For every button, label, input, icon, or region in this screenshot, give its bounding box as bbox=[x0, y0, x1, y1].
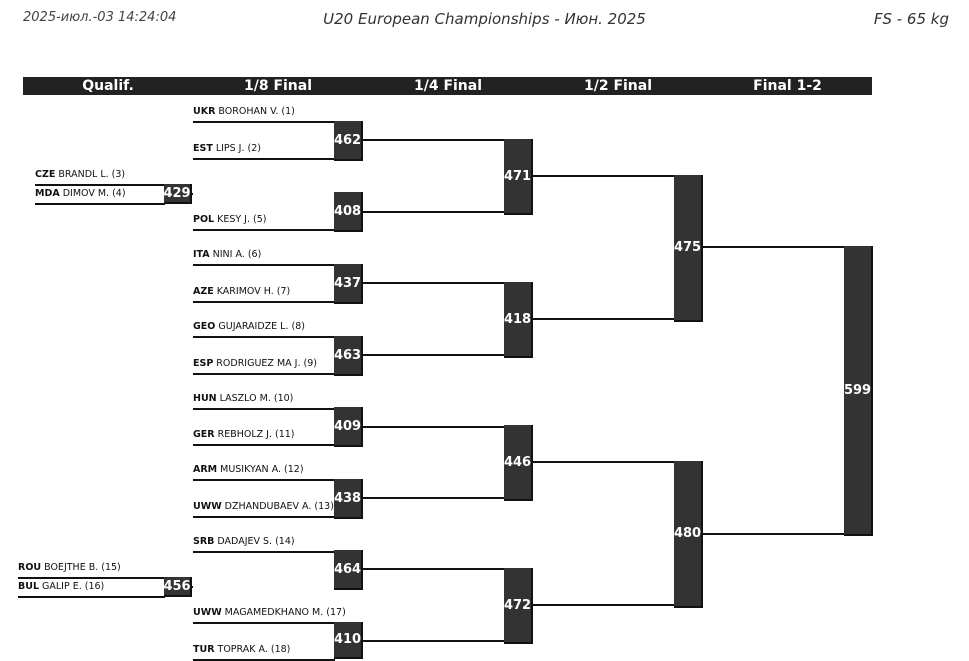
round-1-4-final: 1/4 Final bbox=[413, 78, 483, 94]
bout-box-r16: 408 bbox=[334, 192, 363, 232]
round-1-8-final: 1/8 Final bbox=[243, 78, 313, 94]
bout-box-r16: 437 bbox=[334, 264, 363, 304]
round-1-2-final: 1/2 Final bbox=[583, 78, 653, 94]
bout-box-r16: 462 bbox=[334, 121, 363, 161]
bout-box-qf: 418 bbox=[504, 282, 533, 358]
print-datetime: 2025-июл.-03 14:24:04 bbox=[23, 10, 177, 25]
bout-box-qf: 446 bbox=[504, 425, 533, 501]
event-title: U20 European Championships - Июн. 2025 bbox=[323, 10, 646, 28]
bout-box-qualif: 429 bbox=[163, 184, 192, 204]
bout-box-r16: 410 bbox=[334, 622, 363, 659]
bout-box-r16: 463 bbox=[334, 336, 363, 376]
bout-box-r16: 464 bbox=[334, 550, 363, 590]
bout-box-qf: 471 bbox=[504, 139, 533, 215]
bout-box-sf: 480 bbox=[674, 461, 703, 608]
round-final: Final 1-2 bbox=[753, 78, 822, 94]
weight-category: FS - 65 kg bbox=[873, 10, 949, 28]
bout-box-r16: 409 bbox=[334, 407, 363, 447]
bout-box-r16: 438 bbox=[334, 479, 363, 519]
bout-box-qf: 472 bbox=[504, 568, 533, 644]
bout-box-sf: 475 bbox=[674, 175, 703, 322]
bout-box-qualif: 456 bbox=[163, 577, 192, 597]
bout-box-final: 599 bbox=[844, 246, 873, 536]
round-header-bar: Qualif. 1/8 Final 1/4 Final 1/2 Final Fi… bbox=[23, 77, 872, 95]
round-qualif: Qualif. bbox=[82, 78, 134, 94]
